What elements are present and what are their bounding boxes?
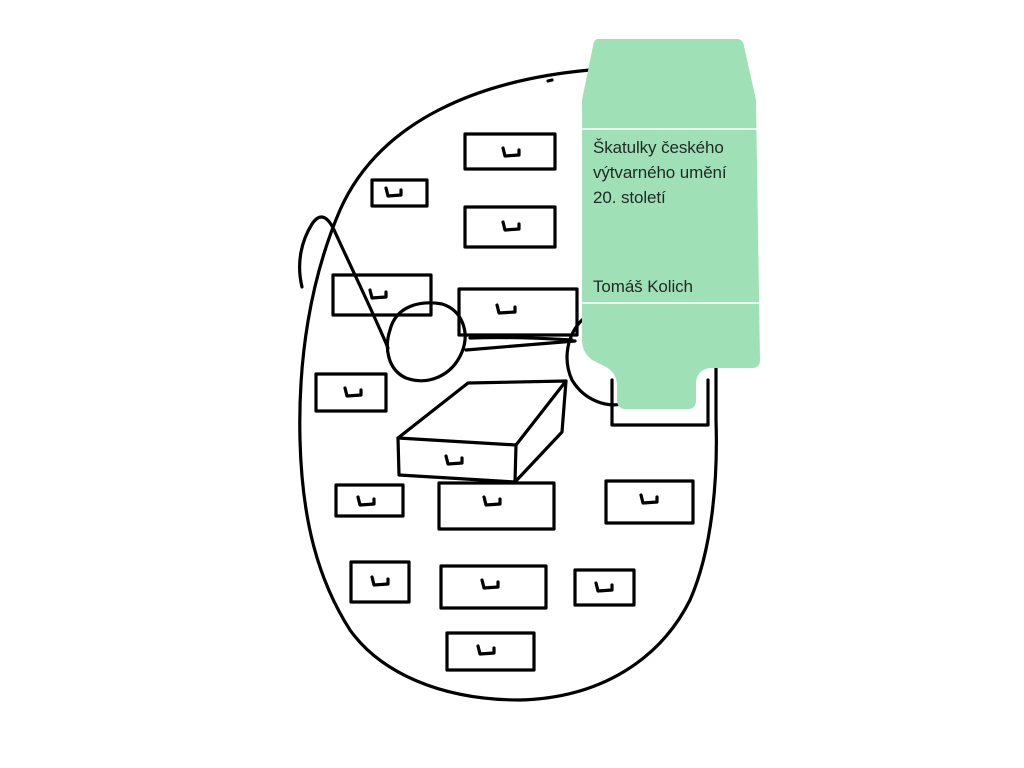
left-lens (385, 301, 467, 383)
head-outline (298, 68, 718, 702)
glasses-bridge-top (464, 339, 577, 352)
hair-strand (298, 215, 390, 350)
book-title-line-1: Škatulky českého (593, 138, 724, 157)
book-label-shape (582, 39, 760, 409)
nose-drawer (396, 436, 518, 484)
book-title-line-3: 20. století (593, 188, 666, 207)
book-title: Škatulky českého výtvarného umění 20. st… (593, 135, 761, 210)
book-title-line-2: výtvarného umění (593, 163, 727, 182)
book-author: Tomáš Kolich (593, 277, 693, 296)
